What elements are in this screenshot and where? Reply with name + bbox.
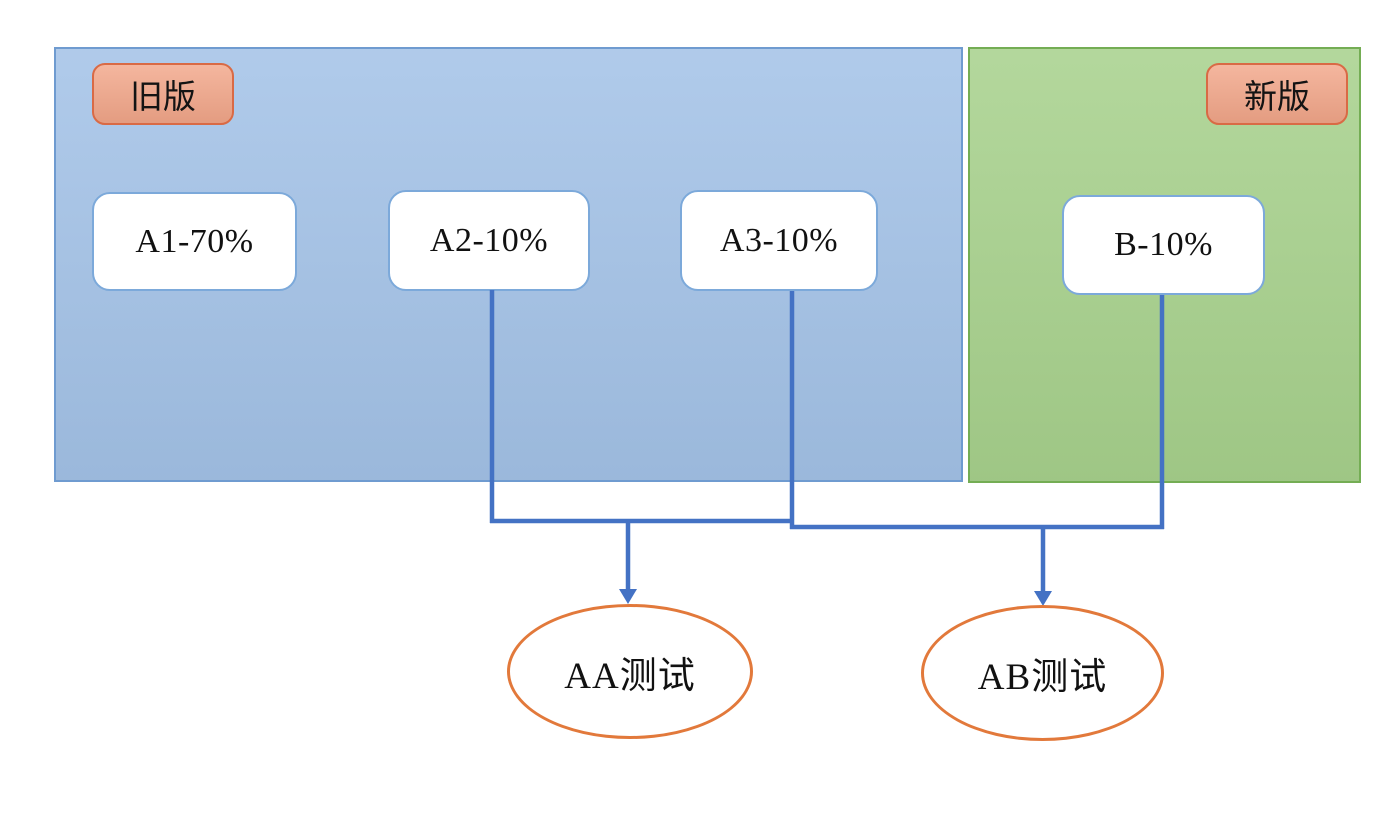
- zone-old-version-tag: 旧版: [92, 63, 234, 125]
- zone-new-version: 新版: [968, 47, 1361, 483]
- node-a1-70pct: A1-70%: [92, 192, 297, 291]
- zone-new-version-tag: 新版: [1206, 63, 1348, 125]
- node-b-10pct: B-10%: [1062, 195, 1265, 295]
- node-a3-10pct: A3-10%: [680, 190, 878, 291]
- node-a2-10pct: A2-10%: [388, 190, 590, 291]
- arrowhead-ab-icon: [1034, 591, 1052, 606]
- outcome-ab-test: AB测试: [921, 605, 1164, 741]
- arrowhead-aa-icon: [619, 589, 637, 604]
- outcome-aa-test: AA测试: [507, 604, 753, 739]
